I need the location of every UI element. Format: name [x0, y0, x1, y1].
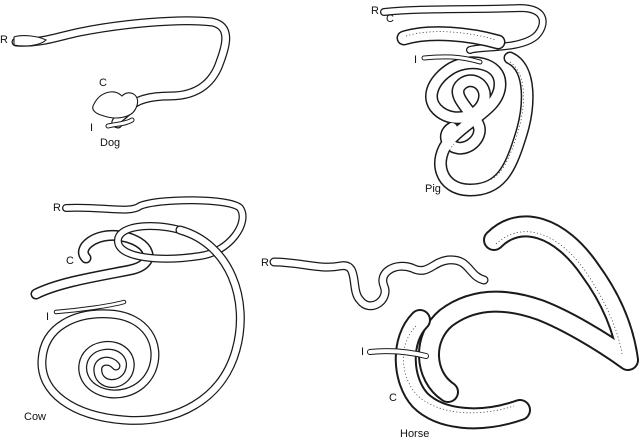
cow-rectum-loop-inner	[63, 197, 246, 262]
cow-caption: Cow	[24, 411, 47, 423]
pig-spiral-colon-inner	[426, 53, 533, 195]
cow-label-c: C	[66, 255, 74, 267]
pig-ileum-inner	[422, 55, 482, 64]
pig-label-r: R	[371, 5, 379, 17]
cow-label-r: R	[53, 202, 61, 214]
pig-cecum-inner	[398, 27, 504, 48]
dog-caption: Dog	[100, 137, 121, 149]
cow-ileum-inner	[54, 300, 126, 314]
horse-small-colon-inner	[270, 256, 488, 309]
dog-ileum-inner	[106, 118, 134, 128]
cow-label-i: I	[46, 311, 50, 323]
cow-spiral-colon-inner	[38, 226, 244, 424]
dog-cecum	[92, 91, 139, 119]
pig-label-i: I	[414, 54, 418, 66]
pig-caption: Pig	[425, 183, 441, 195]
cow-drawing	[30, 196, 247, 425]
horse-cecum-inner	[396, 311, 529, 428]
dog-drawing	[11, 16, 231, 129]
horse-drawing	[269, 215, 639, 430]
horse-label-r: R	[261, 257, 269, 269]
horse-large-colon-inner	[420, 217, 637, 401]
horse-cecum-folds	[403, 325, 515, 414]
dog-label-i: I	[90, 122, 94, 134]
horse-label-i: I	[361, 346, 365, 358]
dog-rectum	[13, 35, 47, 47]
pig-drawing	[380, 4, 547, 197]
dog-label-c: C	[99, 77, 107, 89]
horse-label-c: C	[389, 392, 397, 404]
pig-cecum-folds	[405, 31, 497, 41]
horse-caption: Horse	[400, 428, 430, 440]
pig-label-c: C	[386, 13, 394, 25]
dog-label-r: R	[0, 34, 8, 46]
horse-ileum-inner	[368, 349, 428, 358]
